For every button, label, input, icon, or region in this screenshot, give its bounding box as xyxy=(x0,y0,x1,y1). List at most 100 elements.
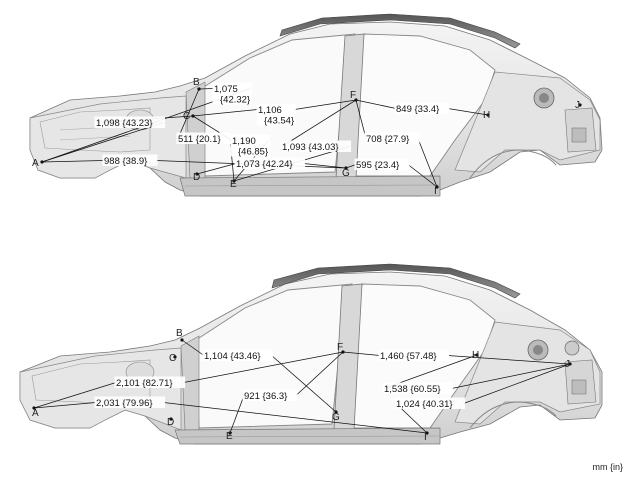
point-lower-b: B xyxy=(176,328,183,339)
dimension-line-upper-10-a xyxy=(355,99,397,109)
car-body-lower xyxy=(19,263,603,445)
point-upper-i: I xyxy=(434,186,437,197)
dimension-line-lower-0-a xyxy=(33,382,117,409)
point-upper-j: J xyxy=(575,100,580,111)
dimension-label-bg xyxy=(280,140,352,152)
dimension-line-upper-9-b xyxy=(417,138,438,188)
dimension-label-lower-i-j: 1,024 {40.31} xyxy=(396,399,453,410)
dimension-label-upper-f-e: 1,093 {43.03} xyxy=(282,142,339,153)
point-lower-g-marker xyxy=(334,410,338,414)
dimension-line-upper-8-a xyxy=(345,164,357,169)
point-upper-e: E xyxy=(230,179,237,190)
point-upper-d-marker xyxy=(195,172,199,176)
point-upper-c: C xyxy=(183,111,190,122)
dimension-label-lower-b-g: 1,104 {43.46} xyxy=(204,351,261,362)
point-lower-e-marker xyxy=(228,431,232,435)
dimension-line-upper-7-a xyxy=(196,163,237,175)
point-upper-i-marker xyxy=(435,185,439,189)
point-upper-e-marker xyxy=(232,179,236,183)
dimension-label-bg xyxy=(114,376,186,388)
car-body-upper xyxy=(29,13,603,197)
unit-label: mm {in} xyxy=(592,462,623,472)
dimension-label-bg xyxy=(256,103,296,126)
point-lower-a-marker xyxy=(32,406,36,410)
point-upper-g-marker xyxy=(344,166,348,170)
dimension-line-lower-2-b xyxy=(271,355,337,413)
point-upper-a: A xyxy=(32,158,39,169)
dimension-line-upper-2-b xyxy=(41,122,164,163)
dimension-label-upper-c-e: 1,190{46.85} xyxy=(232,136,268,158)
dimension-line-lower-4-b xyxy=(447,355,571,365)
dimension-line-lower-4-a xyxy=(342,351,381,356)
dimension-label-lower-a-i: 2,031 {79.96} xyxy=(96,398,153,409)
point-lower-d: D xyxy=(167,417,174,428)
dimension-label-upper-f-h: 849 {33.4} xyxy=(396,104,439,115)
dimension-label-upper-f-i: 708 {27.9} xyxy=(366,134,409,145)
dimension-line-upper-6-a xyxy=(281,99,357,147)
point-upper-a-marker xyxy=(40,160,44,164)
point-lower-b-marker xyxy=(180,338,184,342)
dimension-line-upper-3-a xyxy=(41,160,105,163)
dimension-label-lower-f-j: 1,460 {57.48} xyxy=(380,351,437,362)
point-lower-h-marker xyxy=(475,353,479,357)
dimension-label-bg xyxy=(364,132,420,144)
point-lower-c: C xyxy=(169,353,176,364)
dimension-line-upper-1-a xyxy=(192,109,259,117)
dimension-label-upper-b-a: 1,075{42.32} xyxy=(214,84,250,106)
point-lower-j: J xyxy=(565,359,570,370)
point-upper-c-marker xyxy=(191,114,195,118)
dimension-label-bg xyxy=(394,397,466,409)
point-lower-a: A xyxy=(32,408,39,419)
dimension-label-bg xyxy=(382,382,454,394)
dimension-label-upper-a-g: 988 {38.9} xyxy=(104,156,147,167)
point-upper-b-marker xyxy=(197,87,201,91)
dimension-label-bg xyxy=(212,82,252,105)
dimension-label-bg xyxy=(202,349,274,361)
point-upper-j-marker xyxy=(578,103,582,107)
dimension-label-upper-c-a: 1,098 {43.23} xyxy=(96,118,153,129)
dimension-label-bg xyxy=(230,134,270,157)
dimension-label-bg xyxy=(394,102,450,114)
point-lower-f-marker xyxy=(341,350,345,354)
dimension-line-upper-4-a xyxy=(177,88,200,139)
point-lower-f: F xyxy=(337,342,343,353)
dimension-label-bg xyxy=(176,132,232,144)
dimension-label-bg xyxy=(378,349,450,361)
dimension-label-bg xyxy=(102,154,158,166)
dimension-label-lower-a-f: 2,101 {82.71} xyxy=(116,378,173,389)
dimension-line-lower-1-a xyxy=(33,402,97,409)
dimension-label-bg xyxy=(234,157,306,169)
dimension-line-lower-5-b xyxy=(451,363,571,389)
point-lower-h: H xyxy=(472,350,479,361)
dimension-label-upper-b-e: 511 {20.1} xyxy=(178,134,221,145)
point-lower-i: I xyxy=(424,432,427,443)
point-lower-e: E xyxy=(226,431,233,442)
point-upper-h: H xyxy=(483,110,490,121)
dimension-label-lower-e-f: 921 {36.3} xyxy=(244,391,287,402)
point-lower-i-marker xyxy=(425,431,429,435)
dimension-line-lower-2-a xyxy=(181,339,205,356)
point-upper-b: B xyxy=(193,77,200,88)
dimension-label-upper-c-f: 1,106{43.54} xyxy=(258,105,294,127)
point-upper-f-marker xyxy=(354,98,358,102)
point-lower-c-marker xyxy=(173,355,177,359)
dimension-label-bg xyxy=(94,116,166,128)
point-upper-g: G xyxy=(342,168,350,179)
dimension-line-upper-0-a xyxy=(198,88,215,90)
dimension-label-lower-h-j: 1,538 {60.55} xyxy=(384,384,441,395)
point-upper-h-marker xyxy=(486,113,490,117)
dimension-line-upper-1-b xyxy=(294,99,357,110)
point-lower-d-marker xyxy=(169,417,173,421)
dimension-label-upper-g-i: 595 {23.4} xyxy=(356,160,399,171)
dimension-line-upper-8-b xyxy=(407,164,438,188)
dimension-line-lower-6-b xyxy=(463,363,571,404)
dimension-line-lower-3-a xyxy=(229,395,245,434)
dimension-label-bg xyxy=(354,158,410,170)
dimension-line-lower-0-b xyxy=(183,351,344,383)
dimension-line-lower-1-b xyxy=(163,402,428,434)
dimension-label-bg xyxy=(242,389,298,401)
point-upper-d: D xyxy=(193,172,200,183)
dimension-line-upper-7-b xyxy=(303,163,347,169)
